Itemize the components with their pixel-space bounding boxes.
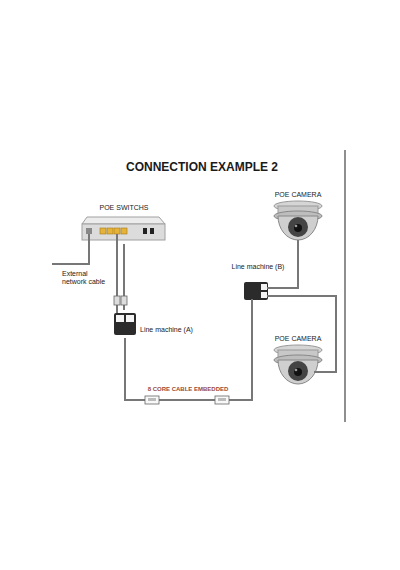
node-label: POE SWITCHS [78, 204, 170, 212]
patch-cable [314, 371, 326, 373]
network-cable [288, 244, 298, 288]
node-label: POE CAMERA [272, 335, 325, 343]
poe-camera: POE CAMERA [272, 334, 325, 388]
node-label: Line machine (A) [140, 326, 199, 334]
splitter-body [114, 313, 136, 335]
switch-front [82, 224, 165, 240]
splitter-socket [116, 315, 124, 322]
network-cable [288, 296, 336, 372]
switch-port [107, 228, 113, 234]
camera-lens-housing [288, 361, 308, 381]
cable-note: External network cable [62, 270, 108, 286]
camera-lens-housing [288, 217, 308, 237]
switch-port [114, 228, 120, 234]
camera-dome [278, 360, 318, 384]
poe-camera: POE CAMERA [272, 190, 325, 244]
rj45-plug [121, 296, 127, 305]
external-cable [52, 234, 89, 264]
rj45-coupler-slot [218, 398, 226, 401]
switch-port [121, 228, 127, 234]
line-machine: Line machine (B) [228, 262, 288, 302]
splitter-socket [261, 284, 267, 290]
rj45-plug [114, 296, 120, 305]
switch-port [86, 228, 92, 234]
patch-cable [267, 295, 290, 297]
switch-top [82, 217, 165, 224]
splitter-body [244, 282, 268, 300]
switch-port [143, 228, 147, 234]
network-cable [125, 302, 252, 400]
rj45-coupler [145, 396, 159, 404]
switch-port [150, 228, 154, 234]
splitter-socket [261, 292, 267, 298]
patch-cable [267, 287, 290, 289]
camera-lens [294, 224, 302, 232]
camera-dome [278, 216, 318, 240]
line-machine: Line machine (A) [112, 310, 199, 338]
camera-glint [295, 225, 298, 228]
frame-line [344, 150, 345, 422]
rj45-coupler-slot [148, 398, 156, 401]
diagram-title: CONNECTION EXAMPLE 2 [0, 160, 400, 174]
node-label: POE CAMERA [272, 191, 325, 199]
poe-switch: POE SWITCHS [78, 202, 170, 244]
switch-port [100, 228, 106, 234]
splitter-socket [126, 315, 134, 322]
node-label: Line machine (B) [228, 263, 288, 271]
rj45-coupler [215, 396, 229, 404]
cable-label: 8 CORE CABLE EMBEDDED [147, 386, 230, 393]
camera-lens [294, 368, 302, 376]
camera-glint [295, 369, 298, 372]
